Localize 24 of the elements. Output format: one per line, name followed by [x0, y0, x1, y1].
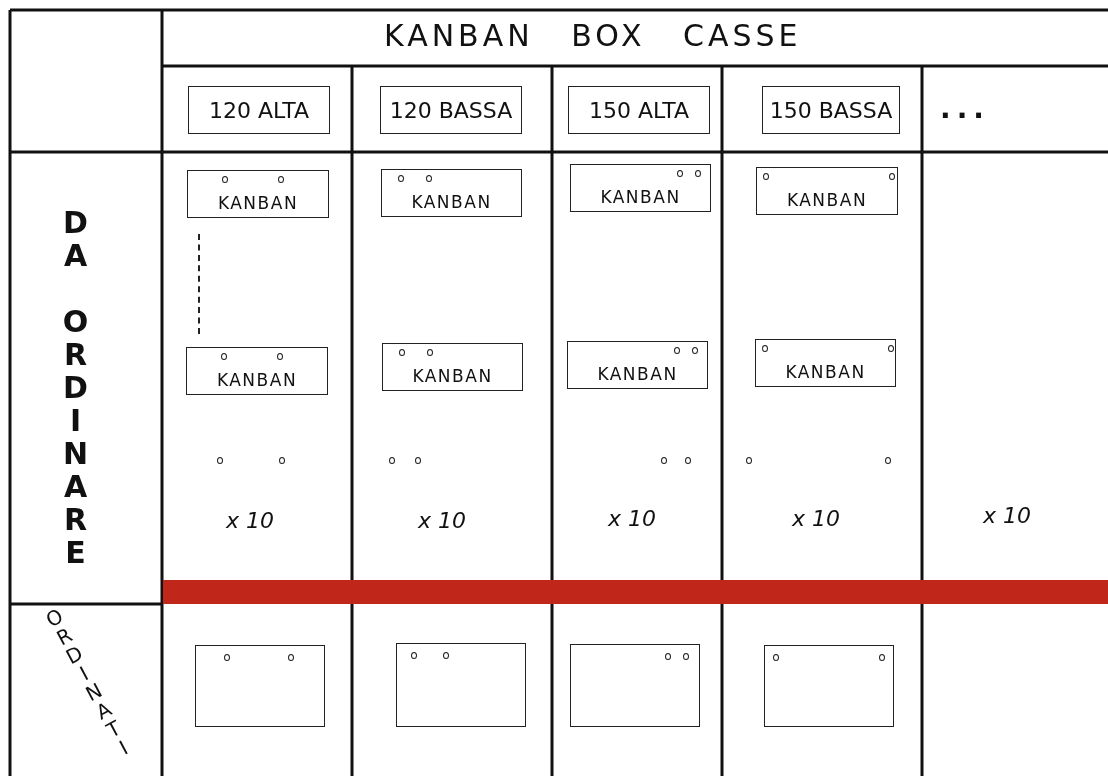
- board-title: KANBAN BOX CASSE: [384, 18, 802, 53]
- column-header-card: 150 ALTA: [568, 86, 710, 134]
- kanban-card: KANBAN: [381, 169, 522, 217]
- empty-card: [396, 643, 526, 727]
- quantity-label: x 10: [792, 506, 840, 531]
- quantity-label: x 10: [983, 503, 1031, 528]
- kanban-card: KANBAN: [382, 343, 523, 391]
- empty-card: [195, 645, 325, 727]
- quantity-label: x 10: [608, 506, 656, 531]
- ellipsis-text: ...: [940, 92, 990, 125]
- column-header-card: 120 BASSA: [380, 86, 522, 134]
- empty-card: [570, 644, 700, 727]
- kanban-card: KANBAN: [755, 339, 896, 387]
- kanban-card: KANBAN: [567, 341, 708, 389]
- quantity-label: x 10: [418, 508, 466, 533]
- kanban-card: KANBAN: [186, 347, 328, 395]
- kanban-card: KANBAN: [187, 170, 329, 218]
- column-header-card: 120 ALTA: [188, 86, 330, 134]
- empty-card: [764, 645, 894, 727]
- kanban-card: KANBAN: [756, 167, 898, 215]
- column-header-card: 150 BASSA: [762, 86, 900, 134]
- quantity-label: x 10: [226, 508, 274, 533]
- kanban-card: KANBAN: [570, 164, 711, 212]
- row-label: DA ORDINARE: [60, 205, 90, 568]
